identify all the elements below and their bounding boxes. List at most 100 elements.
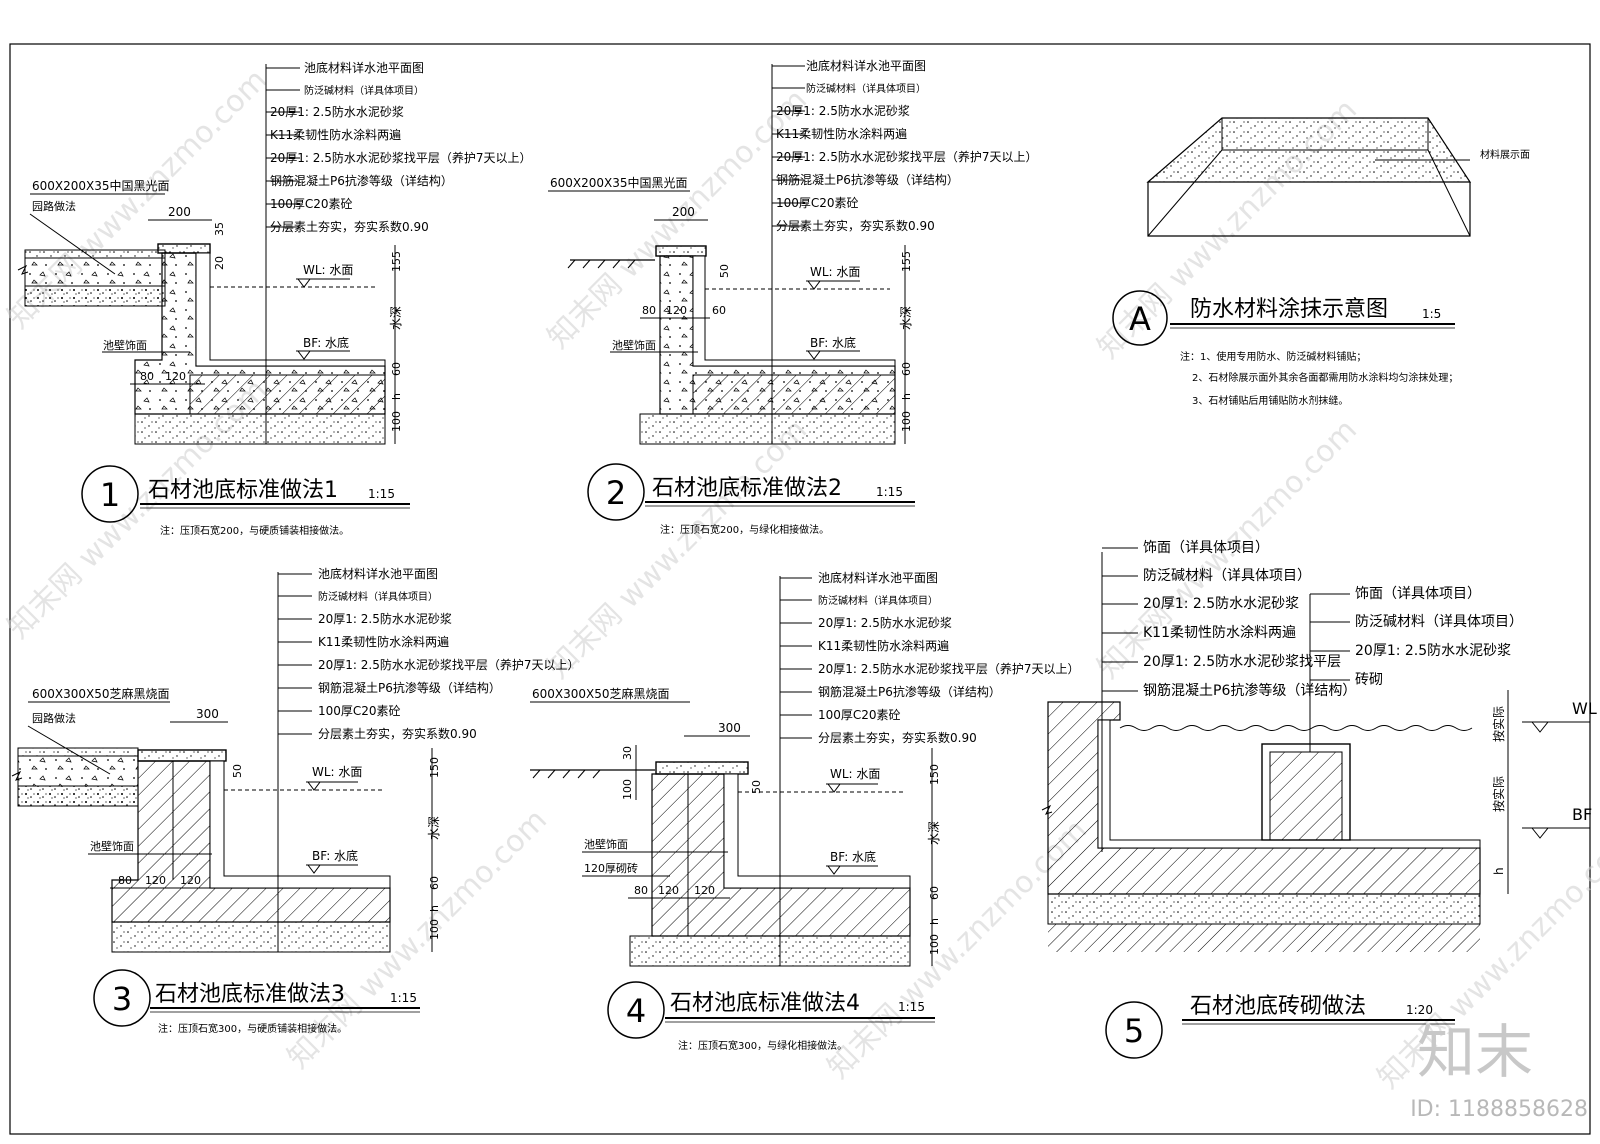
d5-brick-pier xyxy=(1269,751,1343,841)
d4-layer-4: 20厚1: 2.5防水水泥砂浆找平层（养护7天以上） xyxy=(818,661,1079,676)
d3-title: 石材池底标准做法3 xyxy=(155,982,345,1007)
d1-wl-label: WL: 水面 xyxy=(303,263,353,277)
d3-layer-0: 池底材料详水池平面图 xyxy=(318,566,438,581)
dA-letter: A xyxy=(1129,300,1151,338)
d4-dim-120-a: 120 xyxy=(658,884,679,897)
d5-right-layer-1: 防泛碱材料（详具体项目） xyxy=(1355,614,1523,630)
d1-wall-label: 池壁饰面 xyxy=(103,338,147,352)
d2-wl-label: WL: 水面 xyxy=(810,265,860,279)
d4-dim-150: 150 xyxy=(928,764,941,785)
d2-dim-60-b: 60 xyxy=(712,304,726,317)
d1-title: 石材池底标准做法1 xyxy=(148,478,338,503)
d2-note: 注：压顶石宽200，与绿化相接做法。 xyxy=(660,523,829,536)
d1-layer-7: 分层素土夯实，夯实系数0.90 xyxy=(270,219,429,234)
d4-note: 注：压顶石宽300，与绿化相接做法。 xyxy=(678,1039,847,1052)
d1-dim-200: 200 xyxy=(168,205,191,219)
detail-5: 饰面（详具体项目） 防泛碱材料（详具体项目） 20厚1: 2.5防水水泥砂浆 K… xyxy=(1041,540,1597,1059)
d1-c20-concrete xyxy=(134,413,386,445)
d4-layer-3: K11柔韧性防水涂料两遍 xyxy=(818,638,949,653)
d5-left-layer-0: 饰面（详具体项目） xyxy=(1143,540,1269,556)
d1-layer-5: 钢筋混凝土P6抗渗等级（详结构） xyxy=(270,173,453,188)
d2-layer-1: 防泛碱材料（详具体项目） xyxy=(806,82,926,95)
d4-dim-h: h xyxy=(928,918,941,925)
d1-paving-base xyxy=(24,257,166,287)
d3-dim-100: 100 xyxy=(428,919,441,940)
d1-waterproof xyxy=(195,252,386,367)
d1-number-circle xyxy=(81,465,139,523)
detail-3: WL: 水面 BF: 水底 150 水深 60 h 100 300 50 80 … xyxy=(11,566,579,1035)
d5-left-layer-5: 钢筋混凝土P6抗渗等级（详结构） xyxy=(1143,682,1356,699)
d5-number-circle xyxy=(1105,1001,1163,1059)
d2-bf-label: BF: 水底 xyxy=(810,335,856,350)
d2-dim-80: 80 xyxy=(642,304,656,317)
d5-right-layer-0: 饰面（详具体项目） xyxy=(1355,586,1481,602)
dA-title: 防水材料涂抹示意图 xyxy=(1190,297,1388,322)
d3-dim-h: h xyxy=(428,905,441,912)
d5-dim-actual-2: 按实际 xyxy=(1491,776,1506,812)
svg-text:知末网 www.znzmo.com: 知末网 www.znzmo.com xyxy=(541,413,814,686)
d4-brick-label: 120厚砌砖 xyxy=(584,861,638,875)
d2-dim-155: 155 xyxy=(900,251,913,272)
d5-left-layer-4: 20厚1: 2.5防水水泥砂浆找平层 xyxy=(1143,654,1341,670)
d5-bf-label: BF xyxy=(1572,805,1592,824)
d4-number: 4 xyxy=(626,992,646,1030)
d4-layer-5: 钢筋混凝土P6抗渗等级（详结构） xyxy=(818,684,1001,699)
dA-note-1: 注：1、使用专用防水、防泛碱材料铺贴； xyxy=(1180,350,1366,363)
dA-material-label: 材料展示面 xyxy=(1480,148,1530,161)
d3-wall-brick xyxy=(111,760,391,923)
d5-right-layer-3: 砖砌 xyxy=(1355,672,1383,688)
dA-scale: 1:5 xyxy=(1422,307,1441,321)
d1-dim-120: 120 xyxy=(165,370,186,383)
detail-2: WL: 水面 BF: 水底 155 水深 60 h 100 200 50 80 … xyxy=(548,58,1037,536)
d4-wl-label: WL: 水面 xyxy=(830,767,880,781)
d2-dim-h: h xyxy=(900,393,913,400)
d2-dim-100: 100 xyxy=(900,411,913,432)
d3-dim-120-a: 120 xyxy=(145,874,166,887)
d4-coping-stone xyxy=(655,761,749,775)
id-watermark: ID: 1188858628 xyxy=(1410,1097,1588,1122)
d4-dim-120-b: 120 xyxy=(694,884,715,897)
d4-c20-concrete xyxy=(629,935,911,967)
d1-dim-100: 100 xyxy=(390,411,403,432)
d2-title: 石材池底标准做法2 xyxy=(652,476,842,501)
d2-wall-label: 池壁饰面 xyxy=(612,338,656,352)
d3-dim-300: 300 xyxy=(196,707,219,721)
d4-dim-100: 100 xyxy=(928,934,941,955)
d2-number-circle xyxy=(587,463,645,521)
d3-coping-stone xyxy=(137,749,227,762)
d4-layer-1: 防泛碱材料（详具体项目） xyxy=(818,594,938,607)
d1-dim-20: 20 xyxy=(213,256,226,270)
d3-number-circle xyxy=(93,969,151,1027)
d3-layer-4: 20厚1: 2.5防水水泥砂浆找平层（养护7天以上） xyxy=(318,657,579,672)
d5-left-layer-1: 防泛碱材料（详具体项目） xyxy=(1143,568,1311,584)
d4-dim-60: 60 xyxy=(928,886,941,900)
detail-A: 材料展示面 A 防水材料涂抹示意图 1:5 注：1、使用专用防水、防泛碱材料铺贴… xyxy=(1112,117,1530,407)
d4-layer-7: 分层素土夯实，夯实系数0.90 xyxy=(818,730,977,745)
d1-depth-label: 水深 xyxy=(389,306,403,330)
d3-note: 注：压顶石宽300，与硬质铺装相接做法。 xyxy=(158,1022,347,1035)
d1-layer-labels: 池底材料详水池平面图 防泛碱材料（详具体项目） 20厚1: 2.5防水水泥砂浆 … xyxy=(266,60,531,234)
d5-left-layer-2: 20厚1: 2.5防水水泥砂浆 xyxy=(1143,596,1299,612)
d1-dim-80: 80 xyxy=(140,370,154,383)
d3-layer-7: 分层素土夯实，夯实系数0.90 xyxy=(318,726,477,741)
d3-layer-1: 防泛碱材料（详具体项目） xyxy=(318,590,438,603)
d3-stone-label: 600X300X50芝麻黑烧面 xyxy=(32,686,170,701)
d4-dim-300: 300 xyxy=(718,721,741,735)
d2-number: 2 xyxy=(606,474,626,512)
d1-break-mark xyxy=(17,264,29,275)
d4-bf-label: BF: 水底 xyxy=(830,849,876,864)
d5-soil xyxy=(1048,924,1480,952)
d3-layer-6: 100厚C20素砼 xyxy=(318,704,401,718)
d5-c20-concrete xyxy=(1047,893,1481,925)
d1-road-label: 园路做法 xyxy=(32,199,76,213)
dA-note-3: 3、石材铺贴后用铺贴防水剂抹缝。 xyxy=(1192,394,1348,407)
d4-dim-100-b: 100 xyxy=(621,779,634,800)
d3-number: 3 xyxy=(112,980,132,1018)
d3-c20-concrete xyxy=(111,921,391,953)
d4-title: 石材池底标准做法4 xyxy=(670,991,860,1016)
d2-dim-60: 60 xyxy=(900,362,913,376)
d5-right-layer-2: 20厚1: 2.5防水水泥砂浆 xyxy=(1355,643,1511,659)
d3-dim-150: 150 xyxy=(428,757,441,778)
d2-layer-5: 钢筋混凝土P6抗渗等级（详结构） xyxy=(776,172,959,187)
